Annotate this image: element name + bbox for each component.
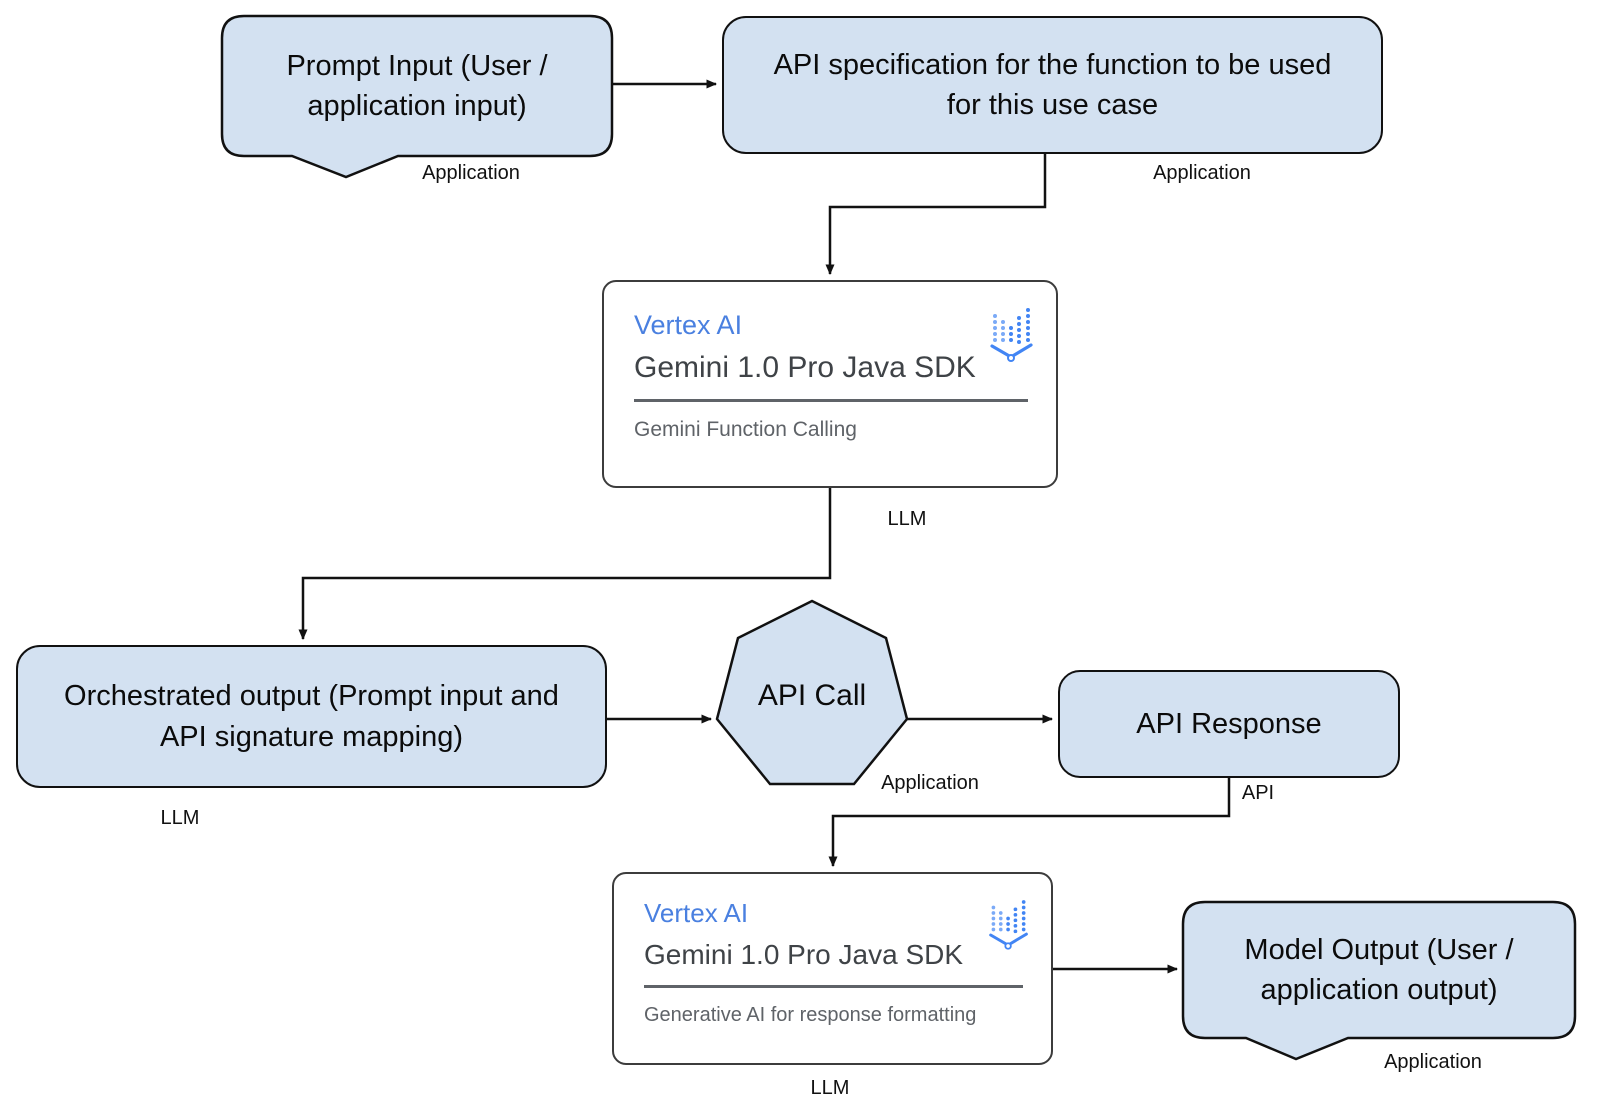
orchestrated-role-label: LLM bbox=[160, 807, 200, 829]
prompt-input-text: Prompt Input (User / application input) bbox=[286, 49, 548, 122]
connector-apiresponse-to-llm2 bbox=[828, 778, 1231, 867]
api-call-role-label: Application bbox=[881, 772, 979, 794]
gemini-sdk-title: Gemini 1.0 Pro Java SDK bbox=[634, 351, 976, 384]
llm2-role-label: LLM bbox=[810, 1077, 850, 1099]
api-response-text: API Response bbox=[1136, 707, 1322, 740]
model-output-role-label: Application bbox=[1384, 1051, 1482, 1073]
gemini-function-calling-subtitle: Gemini Function Calling bbox=[634, 418, 857, 441]
api-call-heptagon-shape bbox=[715, 599, 909, 786]
vertex-ai-heading: Vertex AI bbox=[644, 898, 749, 928]
prompt-input-bubble-shape bbox=[220, 14, 614, 179]
card-divider bbox=[644, 985, 1023, 988]
api-spec-text: API specification for the function to be… bbox=[773, 48, 1332, 121]
model-output-bubble-shape bbox=[1181, 900, 1577, 1061]
orchestrated-output-text: Orchestrated output (Prompt input and AP… bbox=[64, 680, 559, 753]
prompt-input-role-label: Application bbox=[422, 162, 520, 184]
vertex-ai-icon bbox=[990, 308, 1033, 362]
vertex-ai-function-calling-card: Vertex AI Gemini 1.0 Pro Java SDK Gemini… bbox=[602, 280, 1058, 488]
model-output-text: Model Output (User / application output) bbox=[1244, 933, 1514, 1006]
generative-ai-subtitle: Generative AI for response formatting bbox=[644, 1004, 977, 1026]
api-spec-role-label: Application bbox=[1153, 162, 1251, 184]
llm1-role-label: LLM bbox=[887, 508, 927, 530]
card-divider bbox=[634, 399, 1028, 402]
connector-apispec-to-llm1 bbox=[825, 153, 1047, 275]
vertex-ai-icon bbox=[989, 900, 1028, 950]
orchestrated-output-node: Orchestrated output (Prompt input and AP… bbox=[16, 645, 607, 788]
vertex-ai-response-formatting-card: Vertex AI Gemini 1.0 Pro Java SDK Genera… bbox=[612, 872, 1053, 1065]
vertex-ai-heading: Vertex AI bbox=[634, 310, 743, 340]
gemini-sdk-title: Gemini 1.0 Pro Java SDK bbox=[644, 939, 964, 970]
api-response-role-label: API bbox=[1241, 782, 1275, 804]
connector-llm1-to-orchestrated bbox=[298, 488, 832, 640]
api-spec-node: API specification for the function to be… bbox=[722, 16, 1383, 154]
api-response-node: API Response bbox=[1058, 670, 1400, 778]
api-call-text: API Call bbox=[757, 679, 867, 713]
